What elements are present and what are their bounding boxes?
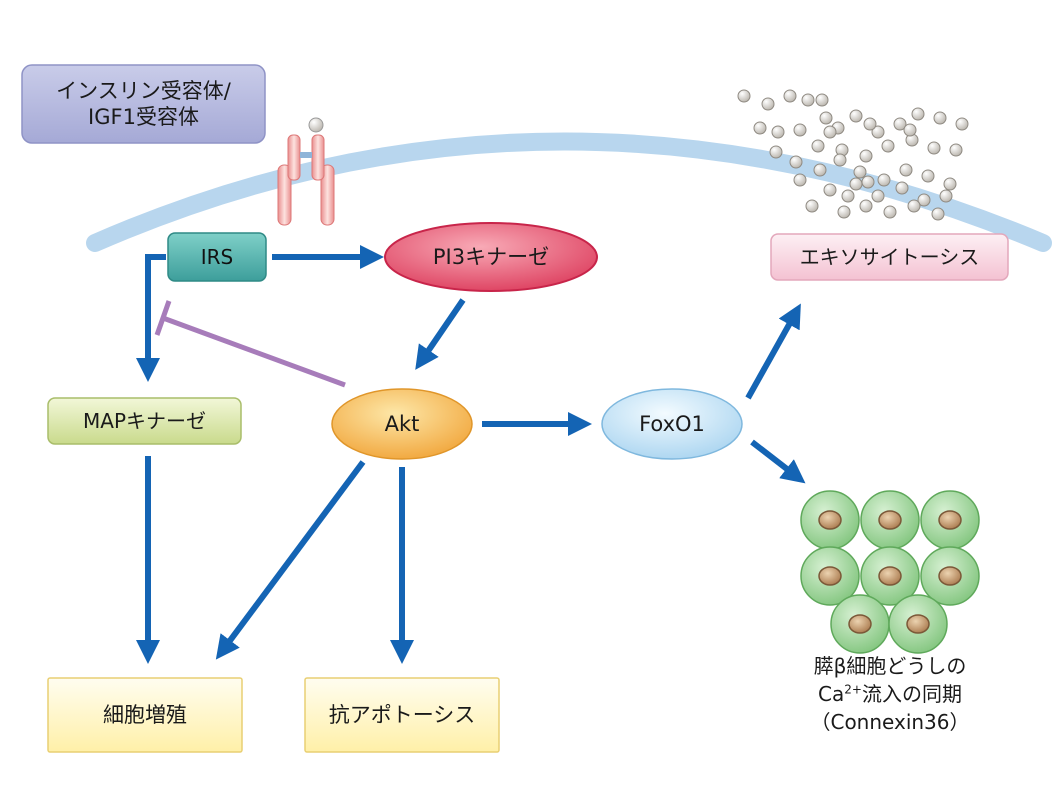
granule-icon <box>881 139 895 153</box>
granule-icon <box>939 189 953 203</box>
granule-icon <box>811 139 825 153</box>
beta-cell-cluster <box>800 490 980 654</box>
beta-cell-icon <box>920 546 980 606</box>
granule-icon <box>837 205 851 219</box>
proliferation-node <box>47 677 243 753</box>
granule-icon <box>883 205 897 219</box>
anti-apoptosis-label: 抗アポトーシス <box>328 702 476 727</box>
granule-icon <box>871 125 885 139</box>
beta-cell-icon <box>888 594 948 654</box>
granule-icon <box>933 111 947 125</box>
irs-label: IRS <box>200 244 234 269</box>
arrows <box>136 245 806 664</box>
granule-icon <box>895 181 909 195</box>
arrow-irs-map <box>136 254 166 382</box>
receptor-label: インスリン受容体/ IGF1受容体 <box>56 78 231 129</box>
arrow-pi3k-akt <box>415 298 466 370</box>
granule-icon <box>823 125 837 139</box>
arrow-foxo1-cells <box>750 439 806 484</box>
granule-icon <box>921 169 935 183</box>
granule-icon <box>931 207 945 221</box>
granule-icon <box>771 125 785 139</box>
beta-sync-caption: 膵β細胞どうしの Ca2+流入の同期 （Connexin36） <box>770 652 1010 736</box>
granule-icon <box>859 149 873 163</box>
granule-icon <box>893 117 907 131</box>
pi3k-node <box>384 222 598 292</box>
map-kinase-label: MAPキナーゼ <box>83 408 206 433</box>
map-kinase-node <box>47 397 242 445</box>
granule-icon <box>859 199 873 213</box>
granule-icon <box>899 163 913 177</box>
exocytosis-label: エキソサイトーシス <box>799 244 980 269</box>
granule-icon <box>813 163 827 177</box>
granule-icon <box>903 123 917 137</box>
granule-icon <box>801 93 815 107</box>
granule-icon <box>761 97 775 111</box>
proliferation-label: 細胞増殖 <box>103 702 187 727</box>
granule-icon <box>793 173 807 187</box>
beta-cell-icon <box>860 490 920 550</box>
granule-icon <box>863 117 877 131</box>
granule-icon <box>853 165 867 179</box>
beta-sync-line1: 膵β細胞どうしの <box>813 654 967 678</box>
insulin-granules <box>737 89 969 221</box>
anti-apoptosis-node <box>304 677 500 753</box>
granule-icon <box>783 89 797 103</box>
akt-label: Akt <box>384 411 420 436</box>
granule-icon <box>833 153 847 167</box>
foxo1-label: FoxO1 <box>639 411 705 436</box>
granule-icon <box>789 155 803 169</box>
granule-icon <box>861 175 875 189</box>
receptor-icon <box>277 117 335 226</box>
beta-cell-icon <box>830 594 890 654</box>
granule-icon <box>815 93 829 107</box>
granule-icon <box>917 193 931 207</box>
granule-icon <box>877 173 891 187</box>
granule-icon <box>907 199 921 213</box>
granule-icon <box>871 189 885 203</box>
pi3k-label: PI3キナーゼ <box>432 244 550 269</box>
irs-node <box>167 232 267 282</box>
arrow-foxo1-exocytosis <box>745 303 801 400</box>
granule-icon <box>819 111 833 125</box>
granule-icon <box>849 177 863 191</box>
granule-icon <box>849 109 863 123</box>
akt-node <box>331 388 473 460</box>
exocytosis-node <box>770 233 1009 281</box>
granule-icon <box>955 117 969 131</box>
beta-cell-icon <box>800 490 860 550</box>
beta-sync-line2: Ca2+流入の同期 <box>818 682 962 706</box>
granule-icon <box>737 89 751 103</box>
receptor-label-box <box>21 64 266 144</box>
granule-icon <box>753 121 767 135</box>
granule-icon <box>949 143 963 157</box>
beta-cell-icon <box>920 490 980 550</box>
granule-icon <box>911 107 925 121</box>
inhibition-akt-irs <box>154 300 346 388</box>
arrow-akt-proliferation <box>215 460 366 660</box>
granule-icon <box>943 177 957 191</box>
granule-icon <box>793 123 807 137</box>
granule-icon <box>823 183 837 197</box>
foxo1-node <box>601 388 743 460</box>
beta-cell-icon <box>860 546 920 606</box>
granule-icon <box>927 141 941 155</box>
beta-sync-line3: （Connexin36） <box>810 710 970 734</box>
beta-cell-icon <box>800 546 860 606</box>
granule-icon <box>769 145 783 159</box>
granule-icon <box>841 189 855 203</box>
granule-icon <box>805 199 819 213</box>
